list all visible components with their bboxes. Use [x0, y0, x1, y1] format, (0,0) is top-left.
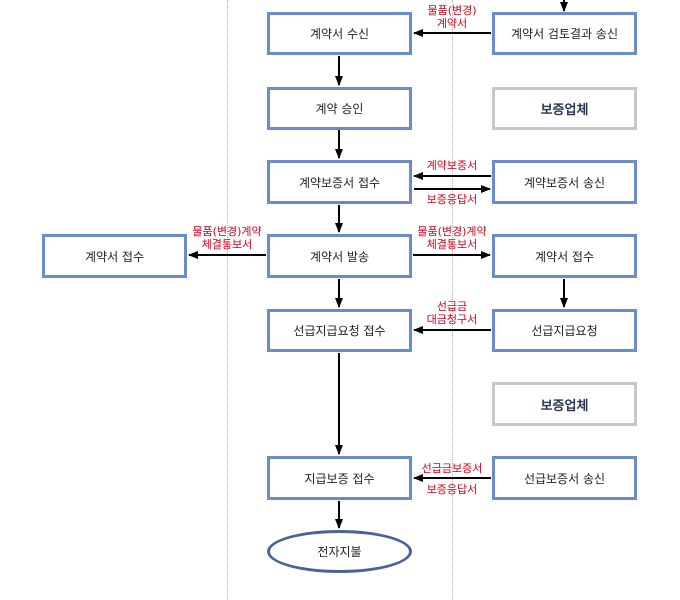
label-line: 체결통보서: [201, 238, 253, 251]
label-goods-contract: 물품(변경) 계약서: [412, 4, 492, 30]
label-line: 체결통보서: [426, 238, 478, 251]
box-guarantor-2[interactable]: 보증업체: [492, 382, 637, 426]
terminal-label: 전자지불: [317, 545, 362, 559]
box-label: 선급지급요청 접수: [293, 324, 386, 338]
box-label: 선급보증서 송신: [523, 471, 606, 486]
lane-divider-left: [227, 0, 228, 600]
box-label: 계약서 수신: [309, 27, 369, 41]
box-guarantee-send[interactable]: 계약보증서 송신: [492, 160, 637, 204]
box-label: 지급보증 접수: [304, 471, 375, 486]
label-notice-left: 물품(변경)계약 체결통보서: [187, 225, 267, 251]
label-line: 선급금: [436, 300, 468, 313]
box-label: 계약 승인: [315, 102, 364, 116]
box-advance-request[interactable]: 선급지급요청: [492, 309, 637, 352]
label-guarantee-response: 보증응답서: [412, 193, 492, 206]
box-right-contract-receive[interactable]: 계약서 접수: [492, 234, 637, 278]
label-line: 계약보증서: [426, 159, 478, 172]
box-label: 계약서 접수: [84, 249, 144, 264]
box-guarantee-receive[interactable]: 계약보증서 접수: [267, 160, 412, 204]
box-contract-approval[interactable]: 계약 승인: [267, 87, 412, 130]
box-contract-receipt[interactable]: 계약서 수신: [267, 12, 412, 55]
box-label: 선급지급요청: [531, 324, 598, 338]
box-advance-request-receive[interactable]: 선급지급요청 접수: [267, 309, 412, 352]
label-advance-guarantee: 선급금보증서: [412, 462, 492, 475]
label-notice-right: 물품(변경)계약 체결통보서: [412, 225, 492, 251]
box-label: 보증업체: [540, 103, 589, 118]
label-line: 계약서: [436, 17, 468, 30]
label-line: 물품(변경)계약: [192, 225, 262, 238]
label-line: 대금청구서: [426, 313, 478, 326]
label-advance-guarantee-response: 보증응답서: [412, 483, 492, 496]
box-label: 계약보증서 접수: [298, 175, 381, 190]
terminal-e-payment[interactable]: 전자지불: [267, 530, 412, 573]
box-payment-guarantee-receive[interactable]: 지급보증 접수: [267, 456, 412, 500]
label-advance-invoice: 선급금 대금청구서: [412, 300, 492, 326]
box-left-contract-receive[interactable]: 계약서 접수: [42, 234, 187, 278]
label-line: 물품(변경)계약: [417, 225, 487, 238]
box-review-result-send[interactable]: 계약서 검토결과 송신: [492, 12, 637, 55]
label-line: 선급금보증서: [421, 462, 483, 475]
label-line: 보증응답서: [426, 483, 478, 496]
box-label: 계약서 발송: [309, 249, 369, 264]
label-line: 보증응답서: [426, 193, 478, 206]
box-advance-guarantee-send[interactable]: 선급보증서 송신: [492, 456, 637, 500]
box-contract-send[interactable]: 계약서 발송: [267, 234, 412, 278]
label-guarantee-doc: 계약보증서: [412, 159, 492, 172]
box-label: 보증업체: [540, 398, 589, 414]
box-label: 계약보증서 송신: [523, 175, 606, 190]
box-guarantor-1[interactable]: 보증업체: [492, 87, 637, 130]
lane-divider-right: [452, 0, 453, 600]
label-line: 물품(변경): [427, 4, 477, 17]
box-label: 계약서 접수: [534, 249, 594, 264]
box-label: 계약서 검토결과 송신: [511, 27, 618, 41]
